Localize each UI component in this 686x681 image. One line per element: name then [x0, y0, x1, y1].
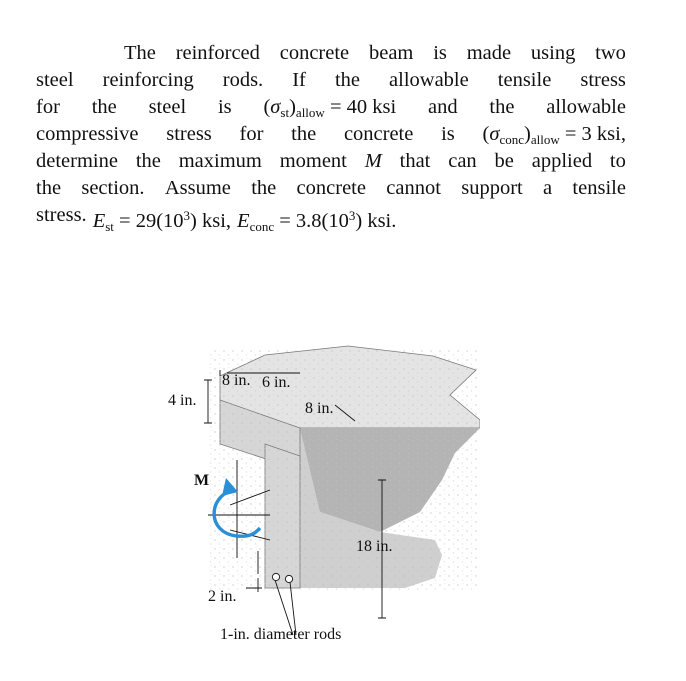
- rod-left: [271, 572, 281, 582]
- dim-depth-label: 18 in.: [356, 538, 393, 555]
- word: the: [334, 69, 360, 91]
- word: stress: [166, 123, 212, 145]
- word: can: [448, 150, 477, 172]
- word: be: [494, 150, 514, 172]
- moment-axis-lines: [208, 460, 271, 558]
- word: concrete: [279, 42, 350, 64]
- moment-arrow-head: [222, 478, 238, 496]
- word: for: [36, 96, 60, 118]
- word: reinforced: [175, 42, 260, 64]
- problem-line-4: compressive stress for the concrete is (…: [36, 121, 626, 148]
- word: a: [543, 177, 553, 199]
- rods-leader-lines: [274, 579, 297, 636]
- word: maximum: [178, 150, 262, 172]
- dim-flange-right-label: 8 in.: [305, 400, 334, 417]
- dim-flange-left-label: 8 in.: [222, 372, 251, 389]
- steel-modulus: Est = 29(103) ksi,: [92, 208, 232, 234]
- word: that: [399, 150, 431, 172]
- word: steel: [36, 69, 74, 91]
- word: reinforcing: [102, 69, 194, 91]
- word: is: [217, 96, 232, 118]
- word: tensile: [497, 69, 552, 91]
- rod-right: [284, 574, 294, 584]
- problem-line-5: determine the maximum moment M that can …: [36, 148, 626, 175]
- problem-line-1: The reinforced concrete beam is made usi…: [36, 40, 626, 67]
- word: the: [291, 123, 317, 145]
- word: beam: [368, 42, 414, 64]
- steel-allowable-stress: (σst)allow = 40 ksi: [263, 96, 397, 120]
- word: stress: [580, 69, 626, 91]
- word: concrete: [343, 123, 414, 145]
- problem-line-3: for the steel is (σst)allow = 40 ksi and…: [36, 94, 626, 121]
- word: If: [292, 69, 306, 91]
- dimension-lines: [204, 370, 386, 636]
- moment-arrow: [212, 478, 262, 538]
- beam-drawing: [204, 345, 481, 636]
- word: the: [251, 177, 277, 199]
- dim-flange-thickness-line: [204, 379, 212, 424]
- problem-statement: The reinforced concrete beam is made usi…: [36, 40, 626, 234]
- concrete-texture: [210, 350, 480, 590]
- word: applied: [531, 150, 593, 172]
- reinforcing-rods: [271, 572, 294, 584]
- word: cannot: [386, 177, 441, 199]
- word: is: [441, 123, 455, 145]
- word: support: [461, 177, 523, 199]
- word: The: [124, 42, 156, 64]
- dim-web-label: 6 in.: [262, 374, 291, 391]
- dim-depth-line: [378, 479, 386, 619]
- word: concrete: [296, 177, 366, 199]
- word: the: [91, 96, 117, 118]
- word: Assume: [164, 177, 231, 199]
- word: made: [466, 42, 512, 64]
- dim-flange-thickness-label: 4 in.: [168, 392, 197, 409]
- rods-label: 1-in. diameter rods: [220, 626, 342, 643]
- dim-cover-lines: [246, 551, 262, 592]
- word: determine: [36, 150, 118, 172]
- moment-symbol: M: [364, 150, 382, 172]
- problem-line-6: the section. Assume the concrete cannot …: [36, 175, 626, 202]
- beam-figure: 8 in. 6 in. 8 in. 4 in. M 18 in. 2 in. 1…: [150, 330, 481, 660]
- word: is: [433, 42, 447, 64]
- word: section.: [81, 177, 145, 199]
- word: steel: [148, 96, 187, 118]
- dim-cover-label: 2 in.: [208, 588, 237, 605]
- word: two: [595, 42, 626, 64]
- word: for: [239, 123, 264, 145]
- dim-top-leader: [219, 370, 356, 422]
- word: the: [489, 96, 515, 118]
- problem-line-2: steel reinforcing rods. If the allowable…: [36, 67, 626, 94]
- word: allowable: [389, 69, 469, 91]
- concrete-modulus: Econc = 3.8(103) ksi.: [237, 208, 397, 234]
- word: tensile: [572, 177, 626, 199]
- moment-arrow-arc: [212, 488, 262, 538]
- word: stress.: [36, 204, 87, 226]
- word: compressive: [36, 123, 139, 145]
- concrete-allowable-stress: (σconc)allow = 3 ksi,: [482, 123, 626, 147]
- word: the: [135, 150, 161, 172]
- word: and: [428, 96, 458, 118]
- word: allowable: [546, 96, 626, 118]
- word: rods.: [222, 69, 264, 91]
- word: the: [36, 177, 62, 199]
- word: moment: [279, 150, 347, 172]
- word: using: [530, 42, 576, 64]
- moment-label: M: [194, 472, 210, 489]
- problem-line-7: stress. Est = 29(103) ksi, Econc = 3.8(1…: [36, 202, 626, 234]
- beam-body: [210, 345, 481, 590]
- word: to: [609, 150, 626, 172]
